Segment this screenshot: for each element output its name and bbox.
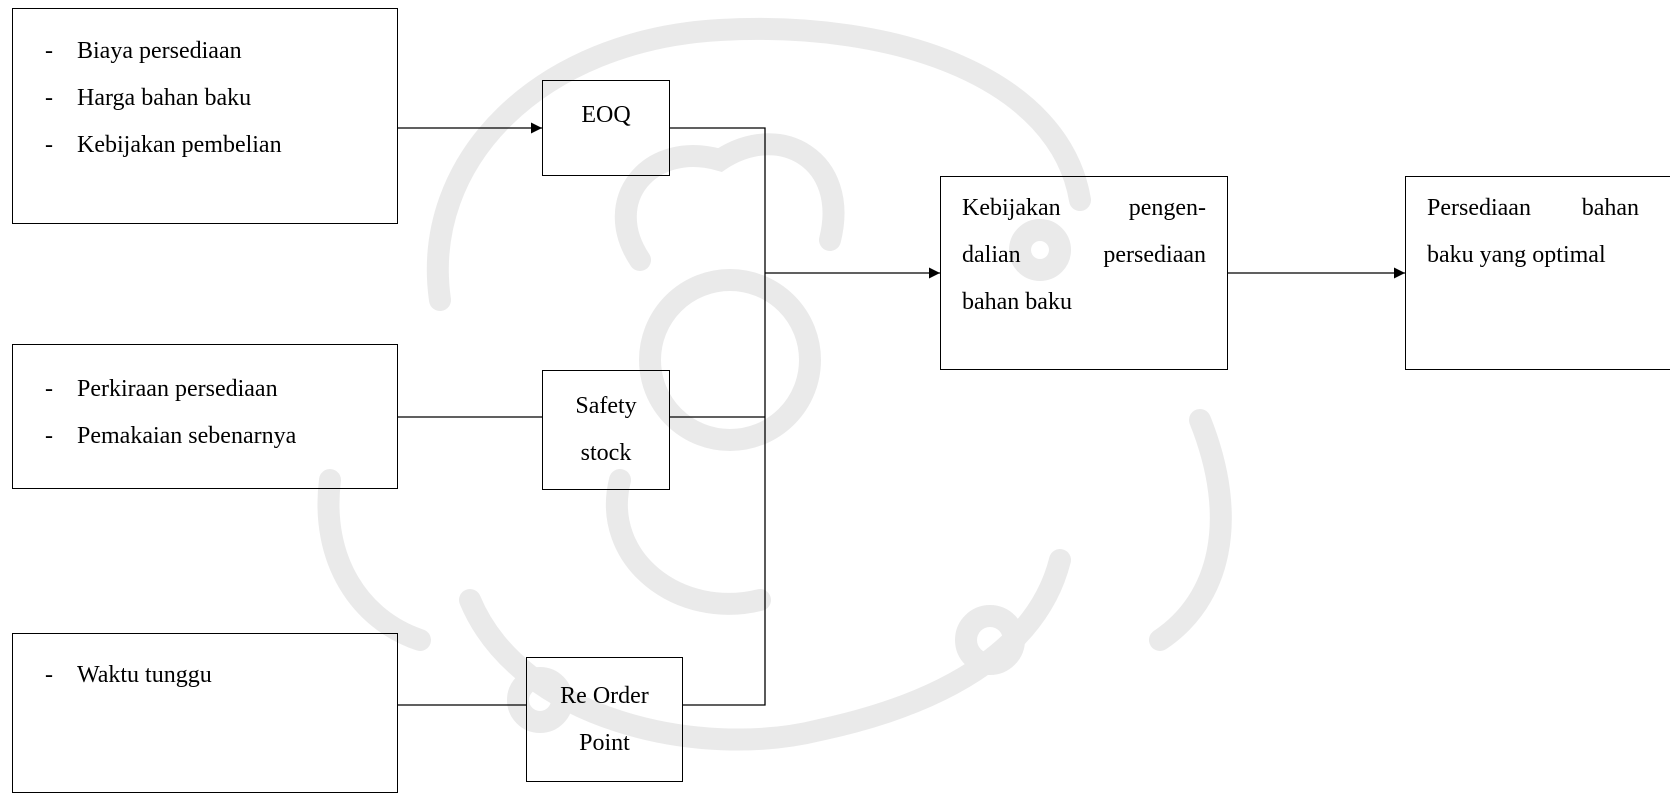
policy-box: Kebijakan pengen- dalian persediaan baha… [940,176,1228,370]
safety-stock-box: Safety stock [542,370,670,490]
eoq-factor-item: Harga bahan baku [13,75,397,122]
eoq-box: EOQ [542,80,670,176]
policy-line1: Kebijakan pengen- [962,195,1206,221]
eoq-factor-item: Kebijakan pembelian [13,122,397,169]
rop-factor-item: Waktu tunggu [13,652,397,699]
rop-factors-box: Waktu tunggu [12,633,398,793]
outcome-line2: baku yang optimal [1427,242,1606,268]
safety-factor-item: Pemakaian sebenarnya [13,413,397,460]
eoq-factor-item: Biaya persediaan [13,28,397,75]
reorder-point-box: Re Order Point [526,657,683,782]
reorder-point-label-line2: Point [579,729,630,756]
eoq-factors-box: Biaya persediaan Harga bahan baku Kebija… [12,8,398,224]
safety-factor-item: Perkiraan persediaan [13,366,397,413]
eoq-label: EOQ [581,102,631,128]
connector-lines [398,122,1405,706]
policy-line3: bahan baku [962,289,1072,315]
outcome-line1: Persediaan bahan [1427,195,1639,221]
reorder-point-label-line1: Re Order [560,682,649,709]
safety-stock-label-line1: Safety [575,393,637,419]
policy-line2: dalian persediaan [962,242,1206,268]
outcome-box: Persediaan bahan baku yang optimal [1405,176,1670,370]
safety-stock-label-line2: stock [580,440,632,466]
safety-factors-box: Perkiraan persediaan Pemakaian sebenarny… [12,344,398,489]
watermark-seal [317,18,1232,751]
